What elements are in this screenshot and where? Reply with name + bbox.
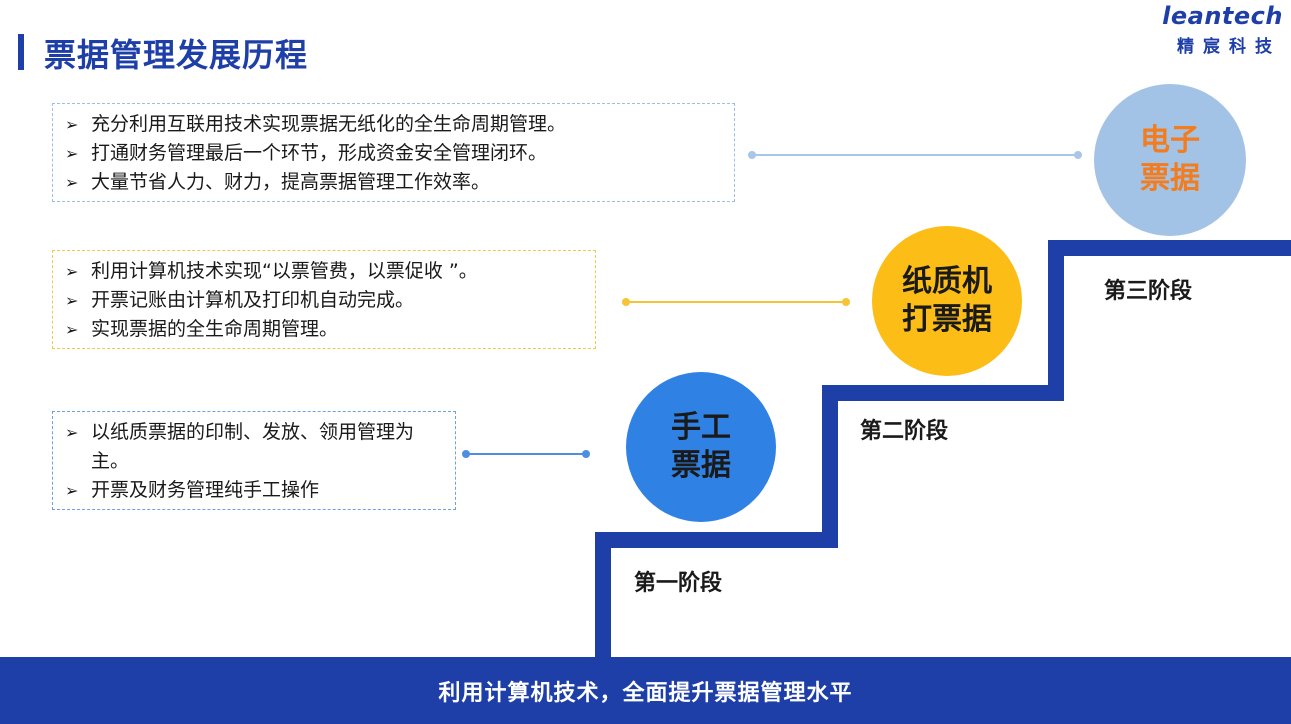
footer-text: 利用计算机技术，全面提升票据管理水平	[438, 680, 853, 706]
connector-dot	[582, 450, 590, 458]
title-accent-bar	[18, 34, 24, 70]
list-item: ➢实现票据的全生命周期管理。	[63, 315, 585, 344]
arrow-bullet-icon: ➢	[65, 481, 79, 500]
list-item: ➢开票及财务管理纯手工操作	[63, 476, 445, 505]
footer-banner: 利用计算机技术，全面提升票据管理水平	[0, 657, 1291, 724]
stage3-connector-line	[748, 151, 1082, 159]
connector-dot	[842, 298, 850, 306]
connector-dot	[622, 298, 630, 306]
list-item: ➢开票记账由计算机及打印机自动完成。	[63, 286, 585, 315]
list-item: ➢大量节省人力、财力，提高票据管理工作效率。	[63, 168, 724, 197]
stage2-connector-line	[622, 298, 850, 306]
list-item: ➢打通财务管理最后一个环节，形成资金安全管理闭环。	[63, 139, 724, 168]
brand-logo-text: leantech	[1162, 2, 1283, 30]
connector-dot	[1074, 151, 1082, 159]
stage1-connector-line	[462, 450, 590, 458]
stage2-circle-machine-ticket: 纸质机 打票据	[872, 226, 1022, 376]
stage3-label: 第三阶段	[1104, 279, 1193, 304]
connector-dot	[748, 151, 756, 159]
stage1-label: 第一阶段	[634, 571, 723, 596]
arrow-bullet-icon: ➢	[65, 115, 79, 134]
stage2-label: 第二阶段	[860, 419, 949, 444]
stage1-description-box: ➢以纸质票据的印制、发放、领用管理为主。 ➢开票及财务管理纯手工操作	[52, 411, 456, 510]
page-title: 票据管理发展历程	[44, 36, 309, 74]
stage1-circle-manual-ticket: 手工 票据	[626, 372, 776, 522]
stage3-circle-electronic-ticket: 电子 票据	[1094, 84, 1246, 236]
arrow-bullet-icon: ➢	[65, 423, 79, 442]
stage3-description-box: ➢充分利用互联用技术实现票据无纸化的全生命周期管理。 ➢打通财务管理最后一个环节…	[52, 103, 735, 202]
stage2-description-box: ➢利用计算机技术实现“以票管费，以票促收 ”。 ➢开票记账由计算机及打印机自动完…	[52, 250, 596, 349]
arrow-bullet-icon: ➢	[65, 262, 79, 281]
connector-dot	[462, 450, 470, 458]
list-item: ➢利用计算机技术实现“以票管费，以票促收 ”。	[63, 257, 585, 286]
list-item: ➢以纸质票据的印制、发放、领用管理为主。	[63, 418, 445, 476]
arrow-bullet-icon: ➢	[65, 320, 79, 339]
arrow-bullet-icon: ➢	[65, 144, 79, 163]
list-item: ➢充分利用互联用技术实现票据无纸化的全生命周期管理。	[63, 110, 724, 139]
brand-logo-chinese: 精宸科技	[1177, 37, 1281, 57]
arrow-bullet-icon: ➢	[65, 291, 79, 310]
arrow-bullet-icon: ➢	[65, 173, 79, 192]
